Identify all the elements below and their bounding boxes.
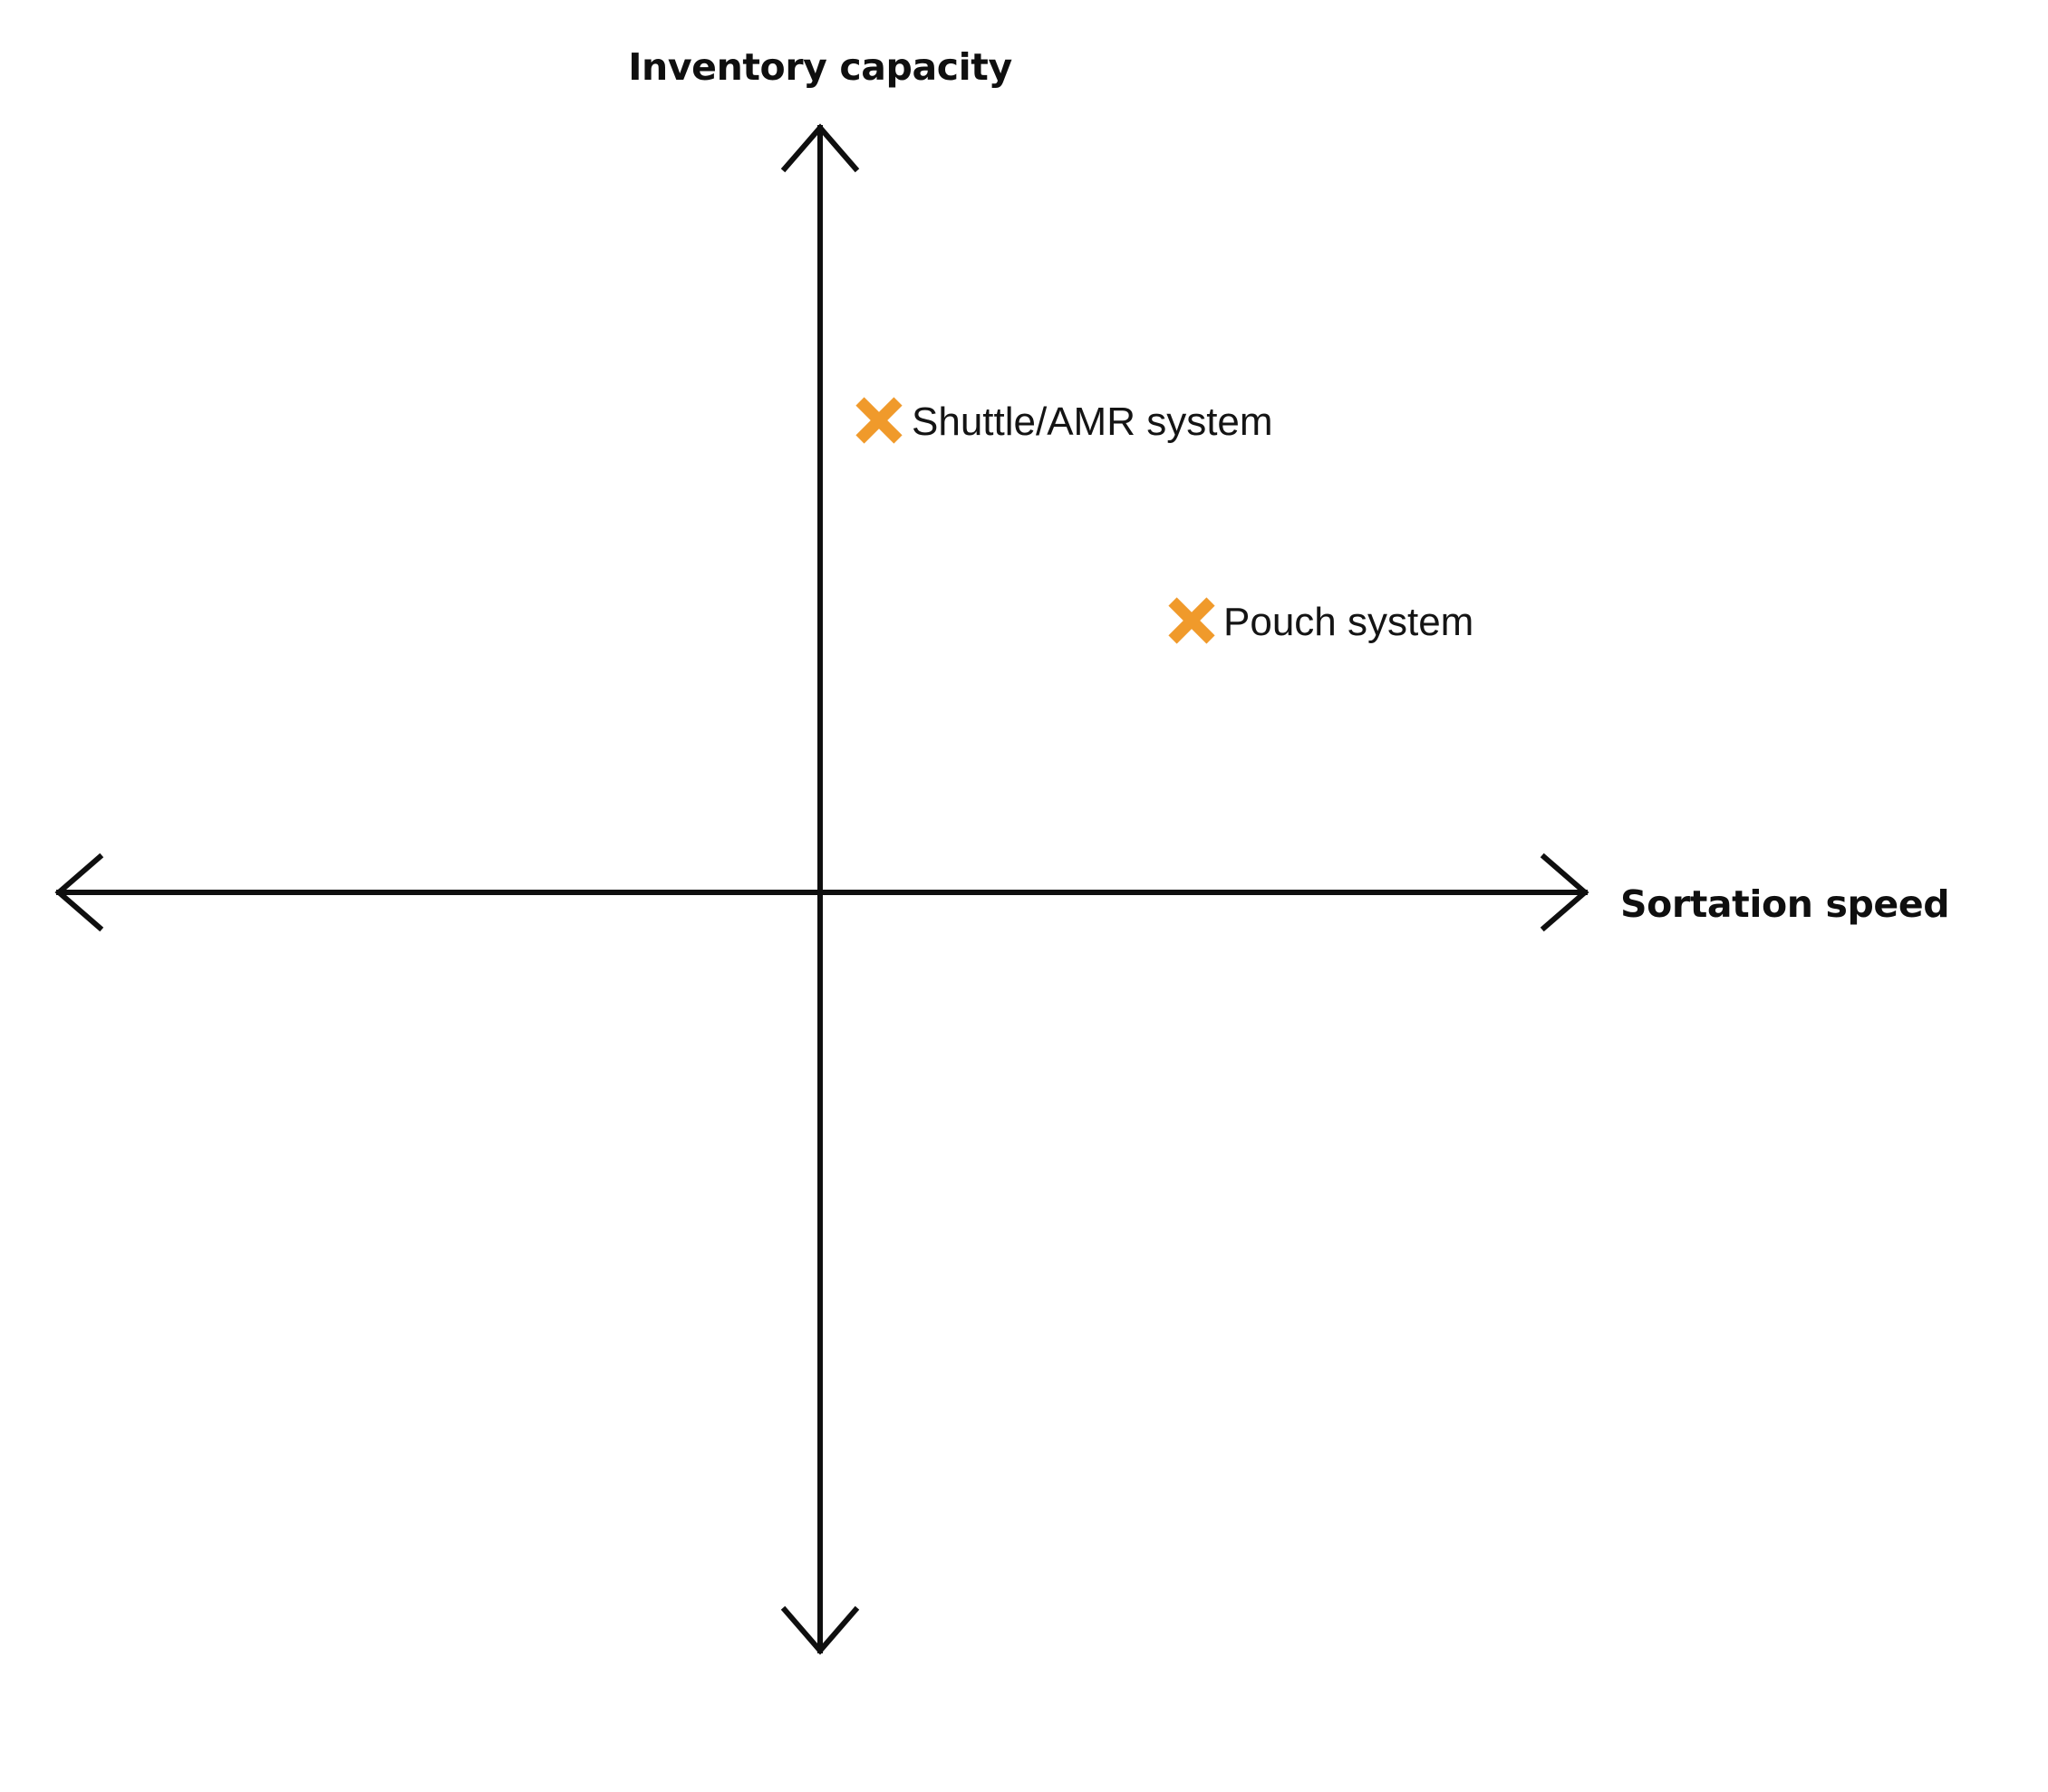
data-point-shuttle-amr-system[interactable]: Shuttle/AMR system — [855, 397, 1273, 444]
x-axis-title: Sortation speed — [1620, 882, 1949, 926]
x-axis-right-arrowhead-icon — [1540, 853, 1589, 932]
y-axis-title: Inventory capacity — [628, 45, 1012, 89]
x-marker-icon — [855, 397, 903, 444]
data-point-label: Pouch system — [1223, 600, 1473, 644]
x-axis-left-arrowhead-icon — [54, 853, 104, 932]
x-marker-icon — [1168, 597, 1215, 644]
y-axis-down-arrowhead-icon — [780, 1605, 860, 1655]
data-point-pouch-system[interactable]: Pouch system — [1168, 597, 1473, 644]
y-axis-up-arrowhead-icon — [780, 123, 860, 173]
data-point-label: Shuttle/AMR system — [912, 400, 1273, 444]
